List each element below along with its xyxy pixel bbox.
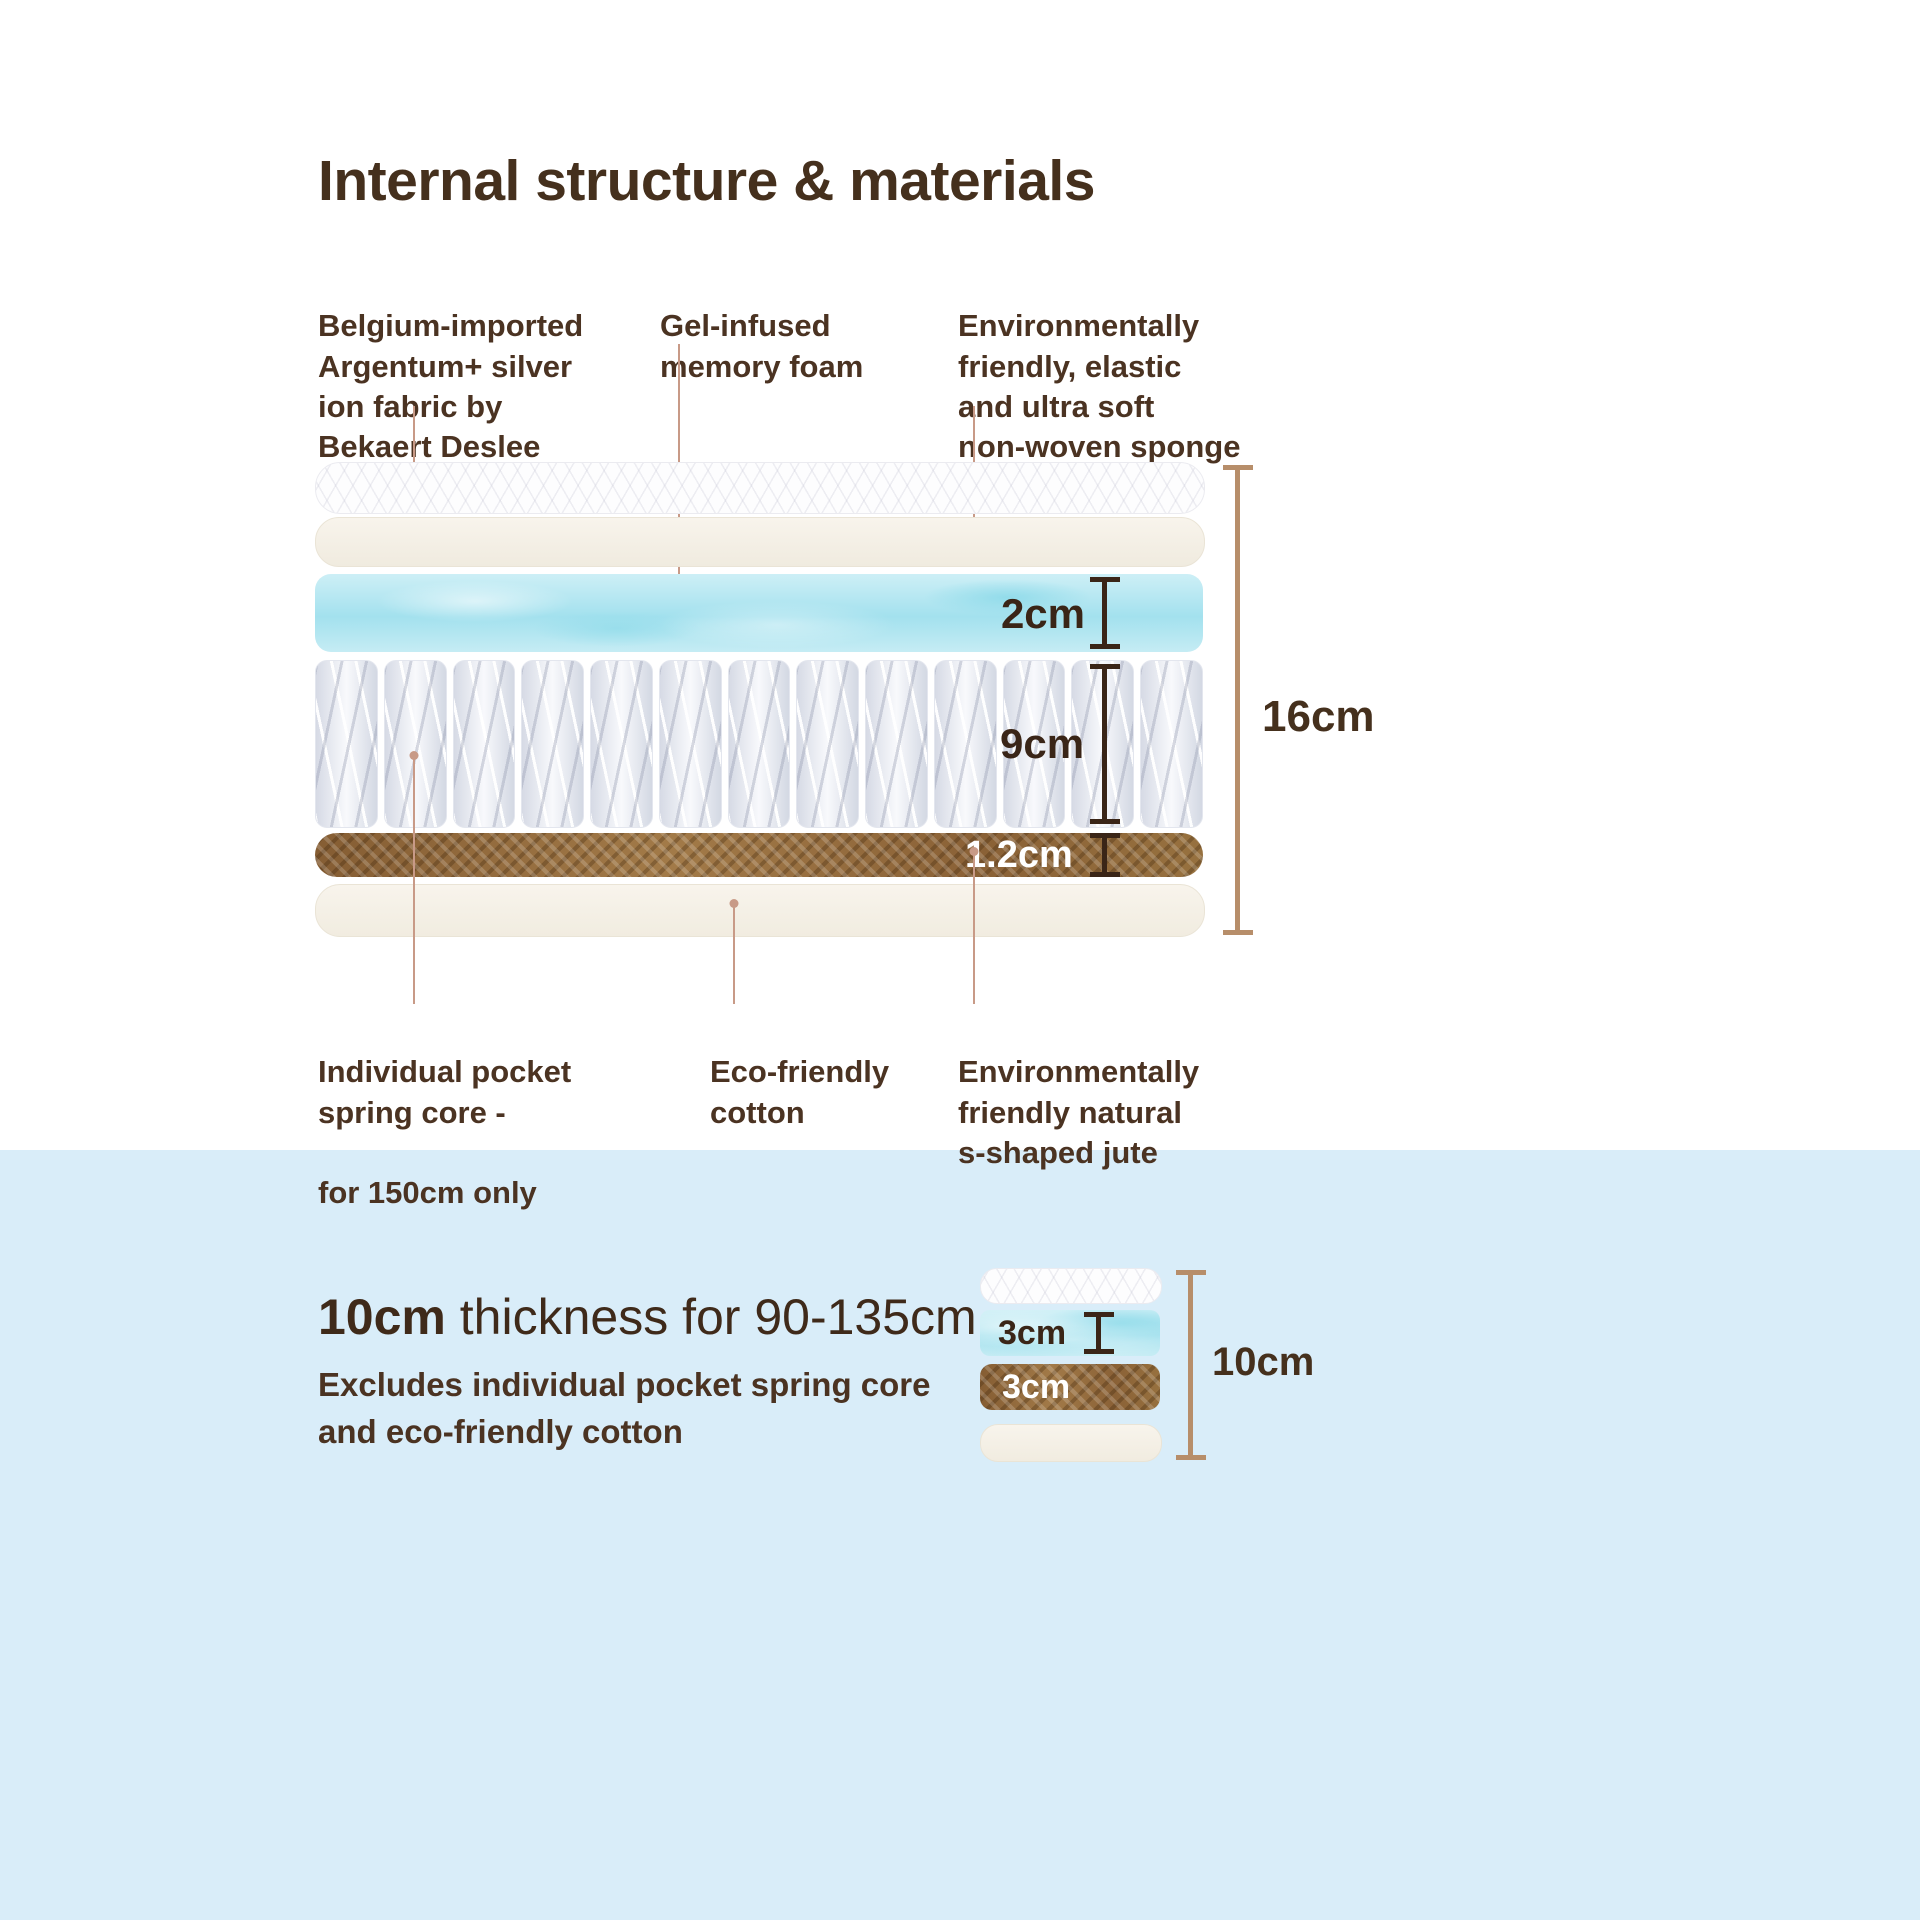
bracket-springs <box>1102 664 1107 824</box>
bottom-note: Excludes individual pocket spring core a… <box>318 1366 931 1450</box>
callout-text: Environmentally friendly, elastic and ul… <box>958 308 1241 465</box>
spring-coil <box>590 660 653 828</box>
layer-silver-ion-fabric <box>315 462 1205 514</box>
callout-pocket-spring-core: Individual pocket spring core - for 150c… <box>318 1012 571 1254</box>
callout-text: Eco-friendly cotton <box>710 1054 890 1130</box>
callout-text-bold: for 150cm only <box>318 1175 537 1211</box>
mini-layer-jute <box>980 1364 1160 1410</box>
callout-silver-ion-fabric: Belgium-imported Argentum+ silver ion fa… <box>318 266 583 508</box>
spring-coil <box>933 660 997 828</box>
measurement-jute: 1.2cm <box>965 834 1073 876</box>
layer-gel-memory-foam <box>315 574 1203 652</box>
leader-line-spring-core <box>413 756 415 1004</box>
callout-gel-memory-foam: Gel-infused memory foam <box>660 266 863 427</box>
bracket-jute <box>1102 833 1107 877</box>
callout-eco-cotton: Eco-friendly cotton <box>710 1012 889 1173</box>
bottom-blue-panel <box>0 1150 1920 1920</box>
callout-text: Environmentally friendly natural s-shape… <box>958 1054 1200 1170</box>
mini-measurement-gel: 3cm <box>998 1314 1067 1352</box>
spring-coil <box>727 660 791 828</box>
spring-coil <box>521 660 585 828</box>
callout-text: Gel-infused memory foam <box>660 308 864 384</box>
spring-coil <box>865 660 928 828</box>
leader-line-jute <box>973 852 975 1004</box>
mini-bracket-total <box>1188 1270 1193 1460</box>
callout-text: Individual pocket spring core - <box>318 1054 572 1130</box>
mini-measurement-jute: 3cm <box>1002 1368 1071 1406</box>
bottom-heading: 10cm thickness for 90-135cm <box>318 1288 977 1346</box>
spring-coil <box>452 660 516 828</box>
callout-non-woven-sponge: Environmentally friendly, elastic and ul… <box>958 266 1240 508</box>
bracket-gel <box>1102 577 1107 649</box>
mini-layer-cotton <box>980 1424 1162 1462</box>
spring-coil <box>658 660 722 828</box>
layer-non-woven-sponge <box>315 517 1205 567</box>
spring-coil <box>1140 660 1203 828</box>
leader-line-fabric <box>413 406 415 490</box>
spring-coil <box>383 660 447 828</box>
measurement-gel: 2cm <box>1000 590 1085 637</box>
layer-cotton <box>315 884 1205 937</box>
page-title: Internal structure & materials <box>318 149 1095 213</box>
layer-jute <box>315 833 1203 877</box>
bottom-heading-rest: thickness for 90-135cm <box>445 1289 977 1345</box>
callout-text: Belgium-imported Argentum+ silver ion fa… <box>318 308 584 465</box>
measurement-total: 16cm <box>1262 692 1375 741</box>
spring-coil <box>796 660 860 828</box>
callout-s-shaped-jute: Environmentally friendly natural s-shape… <box>958 1012 1199 1213</box>
leader-line-cotton <box>733 904 735 1004</box>
measurement-springs: 9cm <box>1000 720 1085 767</box>
spring-coil <box>1002 660 1066 828</box>
mini-layer-gel <box>980 1310 1160 1356</box>
spring-coil <box>315 660 378 828</box>
mini-bracket-gel <box>1096 1312 1101 1354</box>
mini-layer-fabric <box>980 1268 1162 1304</box>
bottom-heading-bold: 10cm <box>318 1289 446 1345</box>
bracket-total <box>1235 465 1240 935</box>
mini-measurement-total: 10cm <box>1212 1340 1315 1384</box>
pocket-spring-core-layer <box>315 660 1203 828</box>
